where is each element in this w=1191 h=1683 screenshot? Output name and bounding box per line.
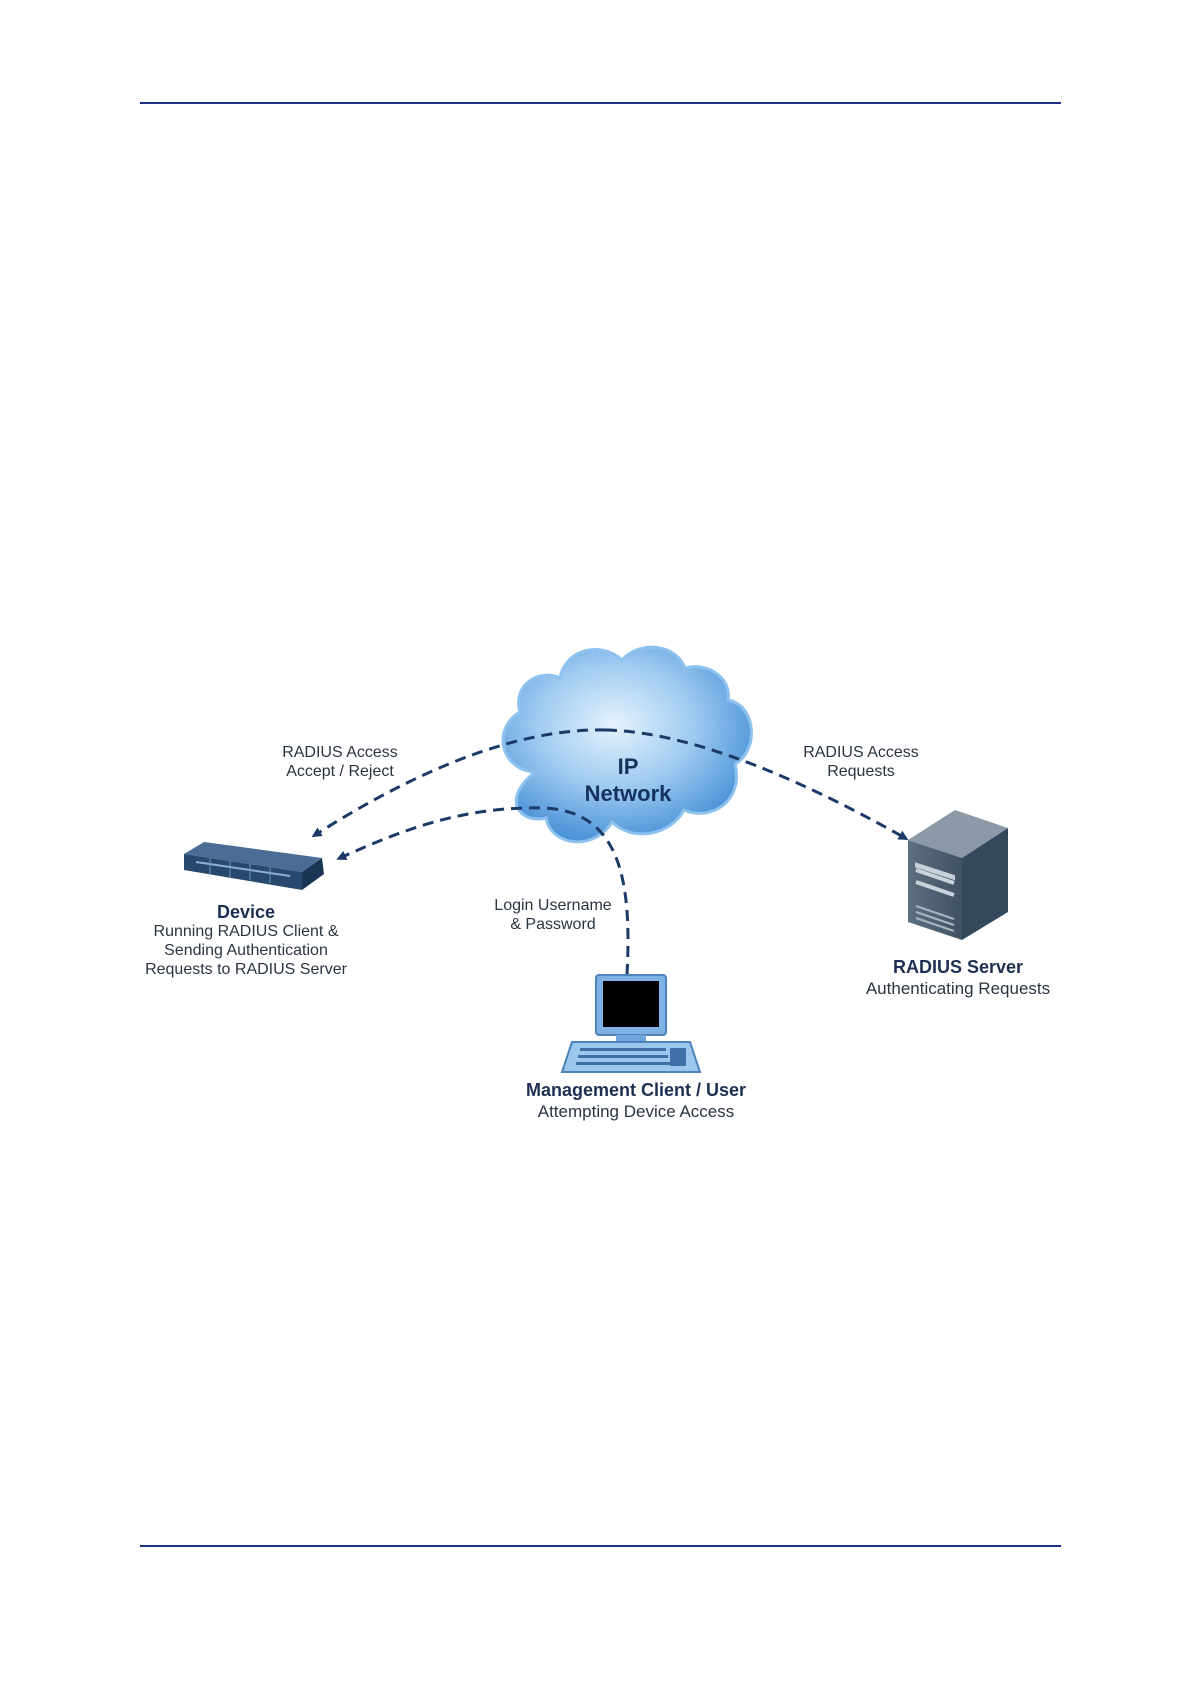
management-client-computer-icon (562, 975, 700, 1072)
device-caption: Device Running RADIUS Client & Sending A… (126, 903, 366, 979)
device-title: Device (126, 903, 366, 922)
radius-server-title: RADIUS Server (838, 956, 1078, 978)
ip-network-line2: Network (568, 780, 688, 807)
footer-rule (140, 1545, 1061, 1547)
device-desc-line1: Running RADIUS Client & (126, 922, 366, 941)
access-requests-line2: Requests (781, 762, 941, 781)
accept-reject-line2: Accept / Reject (260, 762, 420, 781)
ip-network-line1: IP (568, 753, 688, 780)
access-requests-label: RADIUS Access Requests (781, 743, 941, 781)
network-device-icon (184, 842, 324, 890)
radius-server-caption: RADIUS Server Authenticating Requests (838, 956, 1078, 1000)
login-line2: & Password (473, 915, 633, 934)
radius-server-desc: Authenticating Requests (838, 978, 1078, 1000)
access-requests-line1: RADIUS Access (781, 743, 941, 762)
ip-network-cloud-icon (503, 647, 751, 842)
radius-server-icon (908, 810, 1008, 940)
management-client-caption: Management Client / User Attempting Devi… (511, 1079, 761, 1123)
management-client-desc: Attempting Device Access (511, 1101, 761, 1123)
management-client-title: Management Client / User (511, 1079, 761, 1101)
accept-reject-line1: RADIUS Access (260, 743, 420, 762)
device-desc-line2: Sending Authentication (126, 941, 366, 960)
login-credentials-label: Login Username & Password (473, 896, 633, 934)
login-line1: Login Username (473, 896, 633, 915)
device-desc-line3: Requests to RADIUS Server (126, 960, 366, 979)
ip-network-label: IP Network (568, 753, 688, 807)
accept-reject-label: RADIUS Access Accept / Reject (260, 743, 420, 781)
